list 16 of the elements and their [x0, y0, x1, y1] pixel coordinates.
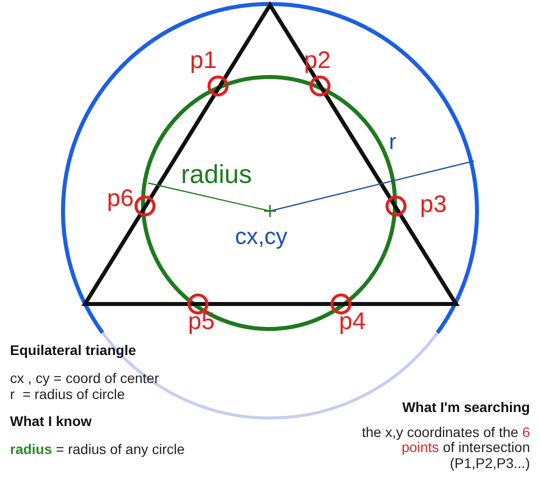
description-text: radius = radius of any circle — [10, 442, 185, 458]
heading: What I'm searching — [402, 400, 530, 416]
heading: What I know — [10, 414, 92, 430]
point-label: p2 — [304, 48, 331, 74]
point-label: p3 — [420, 192, 447, 218]
center-label: cx,cy — [235, 224, 288, 250]
radius-label: r — [389, 130, 396, 154]
point-label: p4 — [339, 309, 366, 336]
heading: Equilateral triangle — [10, 343, 136, 358]
point-label: p5 — [188, 309, 215, 336]
point-label: p1 — [190, 48, 217, 74]
point-label: p6 — [107, 186, 134, 212]
description-text: the x,y coordinates of the 6 points of intersection (P1,P2,P3...) — [360, 425, 530, 472]
definition-text: r = radius of circle — [10, 387, 125, 402]
radius-label: radius — [181, 160, 252, 189]
definition-text: cx , cy = coord of center — [10, 371, 160, 386]
